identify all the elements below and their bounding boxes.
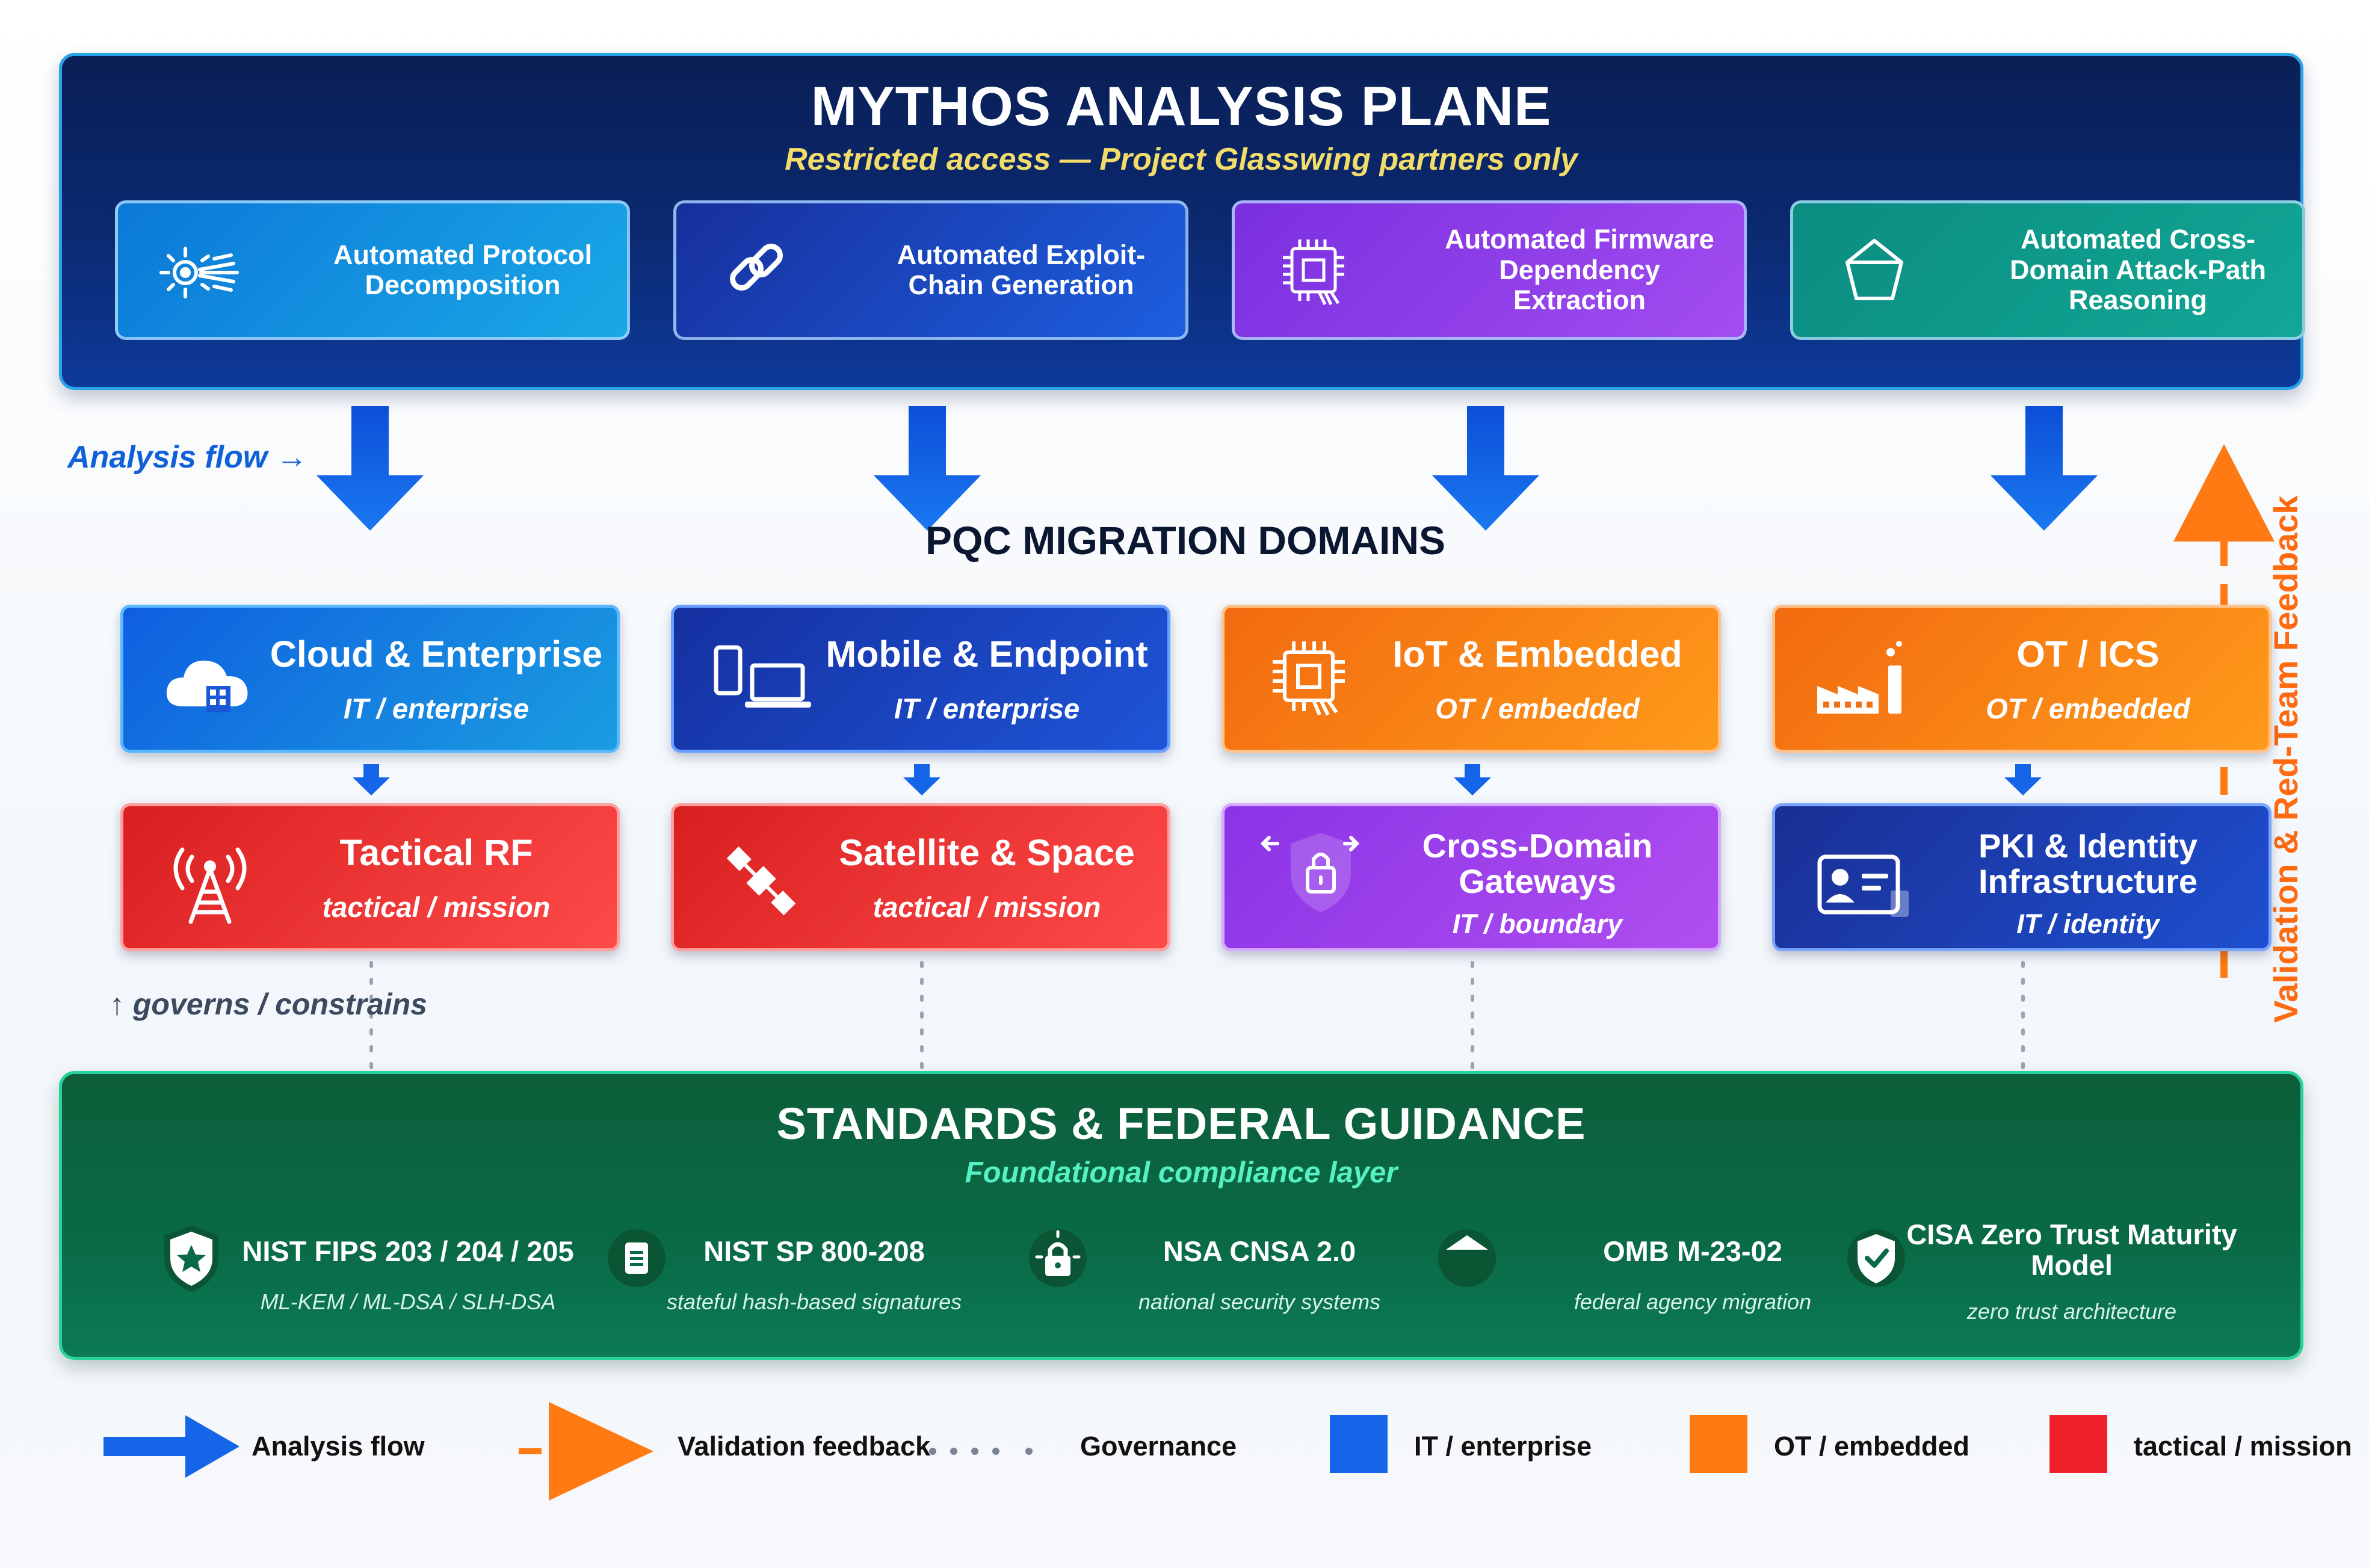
shield-check-icon: [1847, 1229, 1905, 1287]
standard-description: zero trust architecture: [1966, 1299, 2177, 1324]
standard-title: OMB M-23-02: [1603, 1235, 1782, 1267]
legend-tactical-label: tactical / mission: [2134, 1431, 2352, 1462]
capability-label: Automated Protocol Decomposition: [333, 239, 592, 300]
legend-governance-label: Governance: [1080, 1431, 1237, 1462]
governs-constrains-label: ↑ governs / constrains: [110, 987, 427, 1021]
pentagon-icon: [1845, 239, 1903, 300]
domain-category: tactical / mission: [322, 891, 551, 923]
standards-panel: STANDARDS & FEDERAL GUIDANCE Foundationa…: [59, 1071, 2303, 1360]
lock-shield-icon: [1261, 833, 1360, 912]
standard-title: NIST FIPS 203 / 204 / 205: [242, 1235, 574, 1267]
legend-analysis-arrow: [103, 1415, 239, 1478]
domain-pki-identity: PKI & Identity Infrastructure IT / ident…: [1772, 803, 2272, 951]
chain-link-icon: [730, 244, 783, 291]
legend-feedback-arrow: [519, 1402, 653, 1501]
standard-cisa-ztmm: CISA Zero Trust Maturity Model zero trus…: [1843, 1218, 2264, 1339]
standard-title: CISA Zero Trust Maturity Model: [1906, 1218, 2237, 1281]
standard-description: national security systems: [1138, 1289, 1381, 1314]
building-icon: [1438, 1229, 1496, 1287]
radio-tower-icon: [173, 847, 247, 924]
domain-link-arrow-1: [353, 764, 390, 795]
domain-category: tactical / mission: [873, 891, 1101, 923]
domain-title: Cloud & Enterprise: [270, 634, 603, 674]
document-icon: [608, 1229, 666, 1287]
legend-governance-dots: [929, 1448, 1033, 1455]
domain-category: IT / identity: [2016, 909, 2160, 939]
chip-icon: [1273, 641, 1345, 716]
standard-description: ML-KEM / ML-DSA / SLH-DSA: [260, 1289, 556, 1314]
standards-subtitle: Foundational compliance layer: [965, 1156, 1398, 1189]
legend-ot-swatch: [1690, 1415, 1747, 1473]
legend-validation-feedback-label: Validation feedback: [678, 1431, 931, 1462]
standards-title: STANDARDS & FEDERAL GUIDANCE: [776, 1099, 1586, 1149]
capability-attack-path-reasoning: Automated Cross-Domain Attack-Path Reaso…: [1790, 200, 2305, 340]
domain-category: IT / boundary: [1452, 909, 1623, 939]
cloud-icon: [166, 660, 248, 712]
devices-icon: [714, 645, 811, 708]
analysis-flow-label: Analysis flow →: [67, 440, 307, 475]
domain-satellite-space: Satellite & Space tactical / mission: [671, 803, 1170, 951]
domain-title: Mobile & Endpoint: [826, 634, 1148, 674]
standard-title: NIST SP 800-208: [703, 1235, 925, 1267]
legend-it-swatch: [1330, 1415, 1388, 1473]
domain-title: OT / ICS: [2016, 634, 2160, 674]
chip-icon: [1283, 239, 1344, 306]
domain-ot-ics: OT / ICS OT / embedded: [1772, 605, 2272, 753]
domain-title: Cross-Domain Gateways: [1422, 827, 1653, 901]
domain-mobile-endpoint: Mobile & Endpoint IT / enterprise: [671, 605, 1170, 753]
analysis-plane-panel: MYTHOS ANALYSIS PLANE Restricted access …: [59, 53, 2305, 390]
domain-link-arrow-4: [2004, 764, 2042, 795]
capability-exploit-chain: Automated Exploit-Chain Generation: [673, 200, 1188, 340]
id-card-icon: [1817, 854, 1909, 917]
shield-star-icon: [164, 1226, 218, 1292]
analysis-arrow-2: [874, 406, 981, 531]
domain-title: PKI & Identity Infrastructure: [1978, 827, 2198, 901]
legend-ot-label: OT / embedded: [1774, 1431, 1970, 1462]
migration-domains-title: PQC MIGRATION DOMAINS: [925, 518, 1446, 563]
standard-description: federal agency migration: [1574, 1289, 1812, 1314]
domain-category: OT / embedded: [1435, 693, 1640, 724]
analysis-plane-title: MYTHOS ANALYSIS PLANE: [811, 76, 1552, 137]
analysis-arrow-3: [1432, 406, 1539, 531]
domain-cloud-enterprise: Cloud & Enterprise IT / enterprise: [120, 605, 620, 753]
domain-category: IT / enterprise: [343, 693, 530, 724]
domain-cross-domain-gateways: Cross-Domain Gateways IT / boundary: [1222, 803, 1721, 951]
domain-link-arrow-3: [1454, 764, 1491, 795]
satellite-icon: [726, 846, 796, 916]
legend-it-label: IT / enterprise: [1414, 1431, 1592, 1462]
domain-title: IoT & Embedded: [1392, 634, 1682, 674]
analysis-arrow-1: [317, 406, 424, 531]
protocol-sun-icon: [159, 247, 239, 298]
domain-link-arrow-2: [903, 764, 940, 795]
domain-title: Satellite & Space: [839, 832, 1135, 873]
factory-icon: [1817, 641, 1902, 714]
standard-nist-fips: NIST FIPS 203 / 204 / 205 ML-KEM / ML-DS…: [158, 1218, 652, 1339]
standard-title: NSA CNSA 2.0: [1163, 1235, 1356, 1267]
validation-feedback-label: Validation & Red-Team Feedback: [2267, 495, 2305, 1023]
standard-nist-sp: NIST SP 800-208 stateful hash-based sign…: [604, 1218, 1073, 1339]
standard-description: stateful hash-based signatures: [666, 1289, 962, 1314]
domain-category: IT / enterprise: [894, 693, 1080, 724]
standard-nsa-cnsa: NSA CNSA 2.0 national security systems: [1025, 1218, 1482, 1339]
domain-tactical-rf: Tactical RF tactical / mission: [120, 803, 620, 951]
domain-category: OT / embedded: [1986, 693, 2190, 724]
legend-analysis-flow-label: Analysis flow: [252, 1431, 425, 1462]
legend-tactical-swatch: [2049, 1415, 2107, 1473]
analysis-arrow-4: [1991, 406, 2098, 531]
analysis-plane-subtitle: Restricted access — Project Glasswing pa…: [785, 142, 1578, 177]
capability-label: Automated Firmware Dependency Extraction: [1445, 224, 1714, 316]
capability-label: Automated Exploit-Chain Generation: [897, 239, 1146, 300]
capability-firmware-extraction: Automated Firmware Dependency Extraction: [1232, 200, 1747, 340]
domain-iot-embedded: IoT & Embedded OT / embedded: [1222, 605, 1721, 753]
lock-icon: [1029, 1229, 1087, 1287]
capability-label: Automated Cross-Domain Attack-Path Reaso…: [2010, 224, 2266, 316]
standard-omb: OMB M-23-02 federal agency migration: [1434, 1218, 1915, 1339]
capability-protocol-decomposition: Automated Protocol Decomposition: [115, 200, 630, 340]
domain-title: Tactical RF: [339, 832, 533, 873]
